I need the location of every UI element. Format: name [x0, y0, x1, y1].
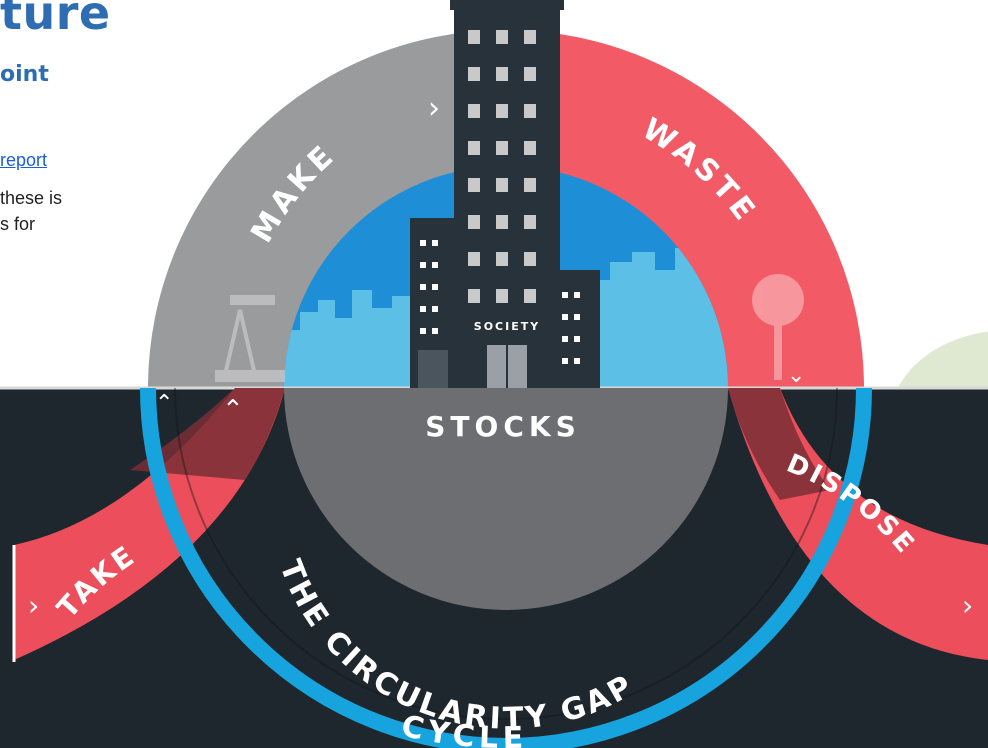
chevron-down-icon: ⌄	[787, 363, 805, 388]
body-text-line-2: s for	[0, 214, 36, 234]
report-link[interactable]: report	[0, 150, 48, 170]
chevron-up-icon: ⌃	[155, 391, 173, 416]
tree-icon	[752, 274, 804, 380]
society-buildings: SOCIETY	[410, 0, 600, 388]
stocks-label: STOCKS	[425, 410, 580, 443]
society-label: SOCIETY	[474, 320, 540, 333]
page-title: ture	[0, 0, 111, 40]
oil-rig-icon	[215, 295, 285, 382]
page-text-fragment: ture oint report these is s for	[0, 0, 160, 260]
chevron-up-icon: ⌃	[222, 395, 244, 425]
stocks-circle	[284, 388, 728, 610]
city-skyline	[284, 248, 728, 388]
page-subtitle: oint	[0, 62, 49, 87]
cycle-ring	[140, 387, 872, 748]
chevron-right-icon: ›	[428, 91, 440, 126]
chevron-right-icon: ›	[962, 589, 973, 622]
body-text-line-1: these is	[0, 188, 63, 208]
chevron-right-icon: ›	[28, 589, 39, 622]
